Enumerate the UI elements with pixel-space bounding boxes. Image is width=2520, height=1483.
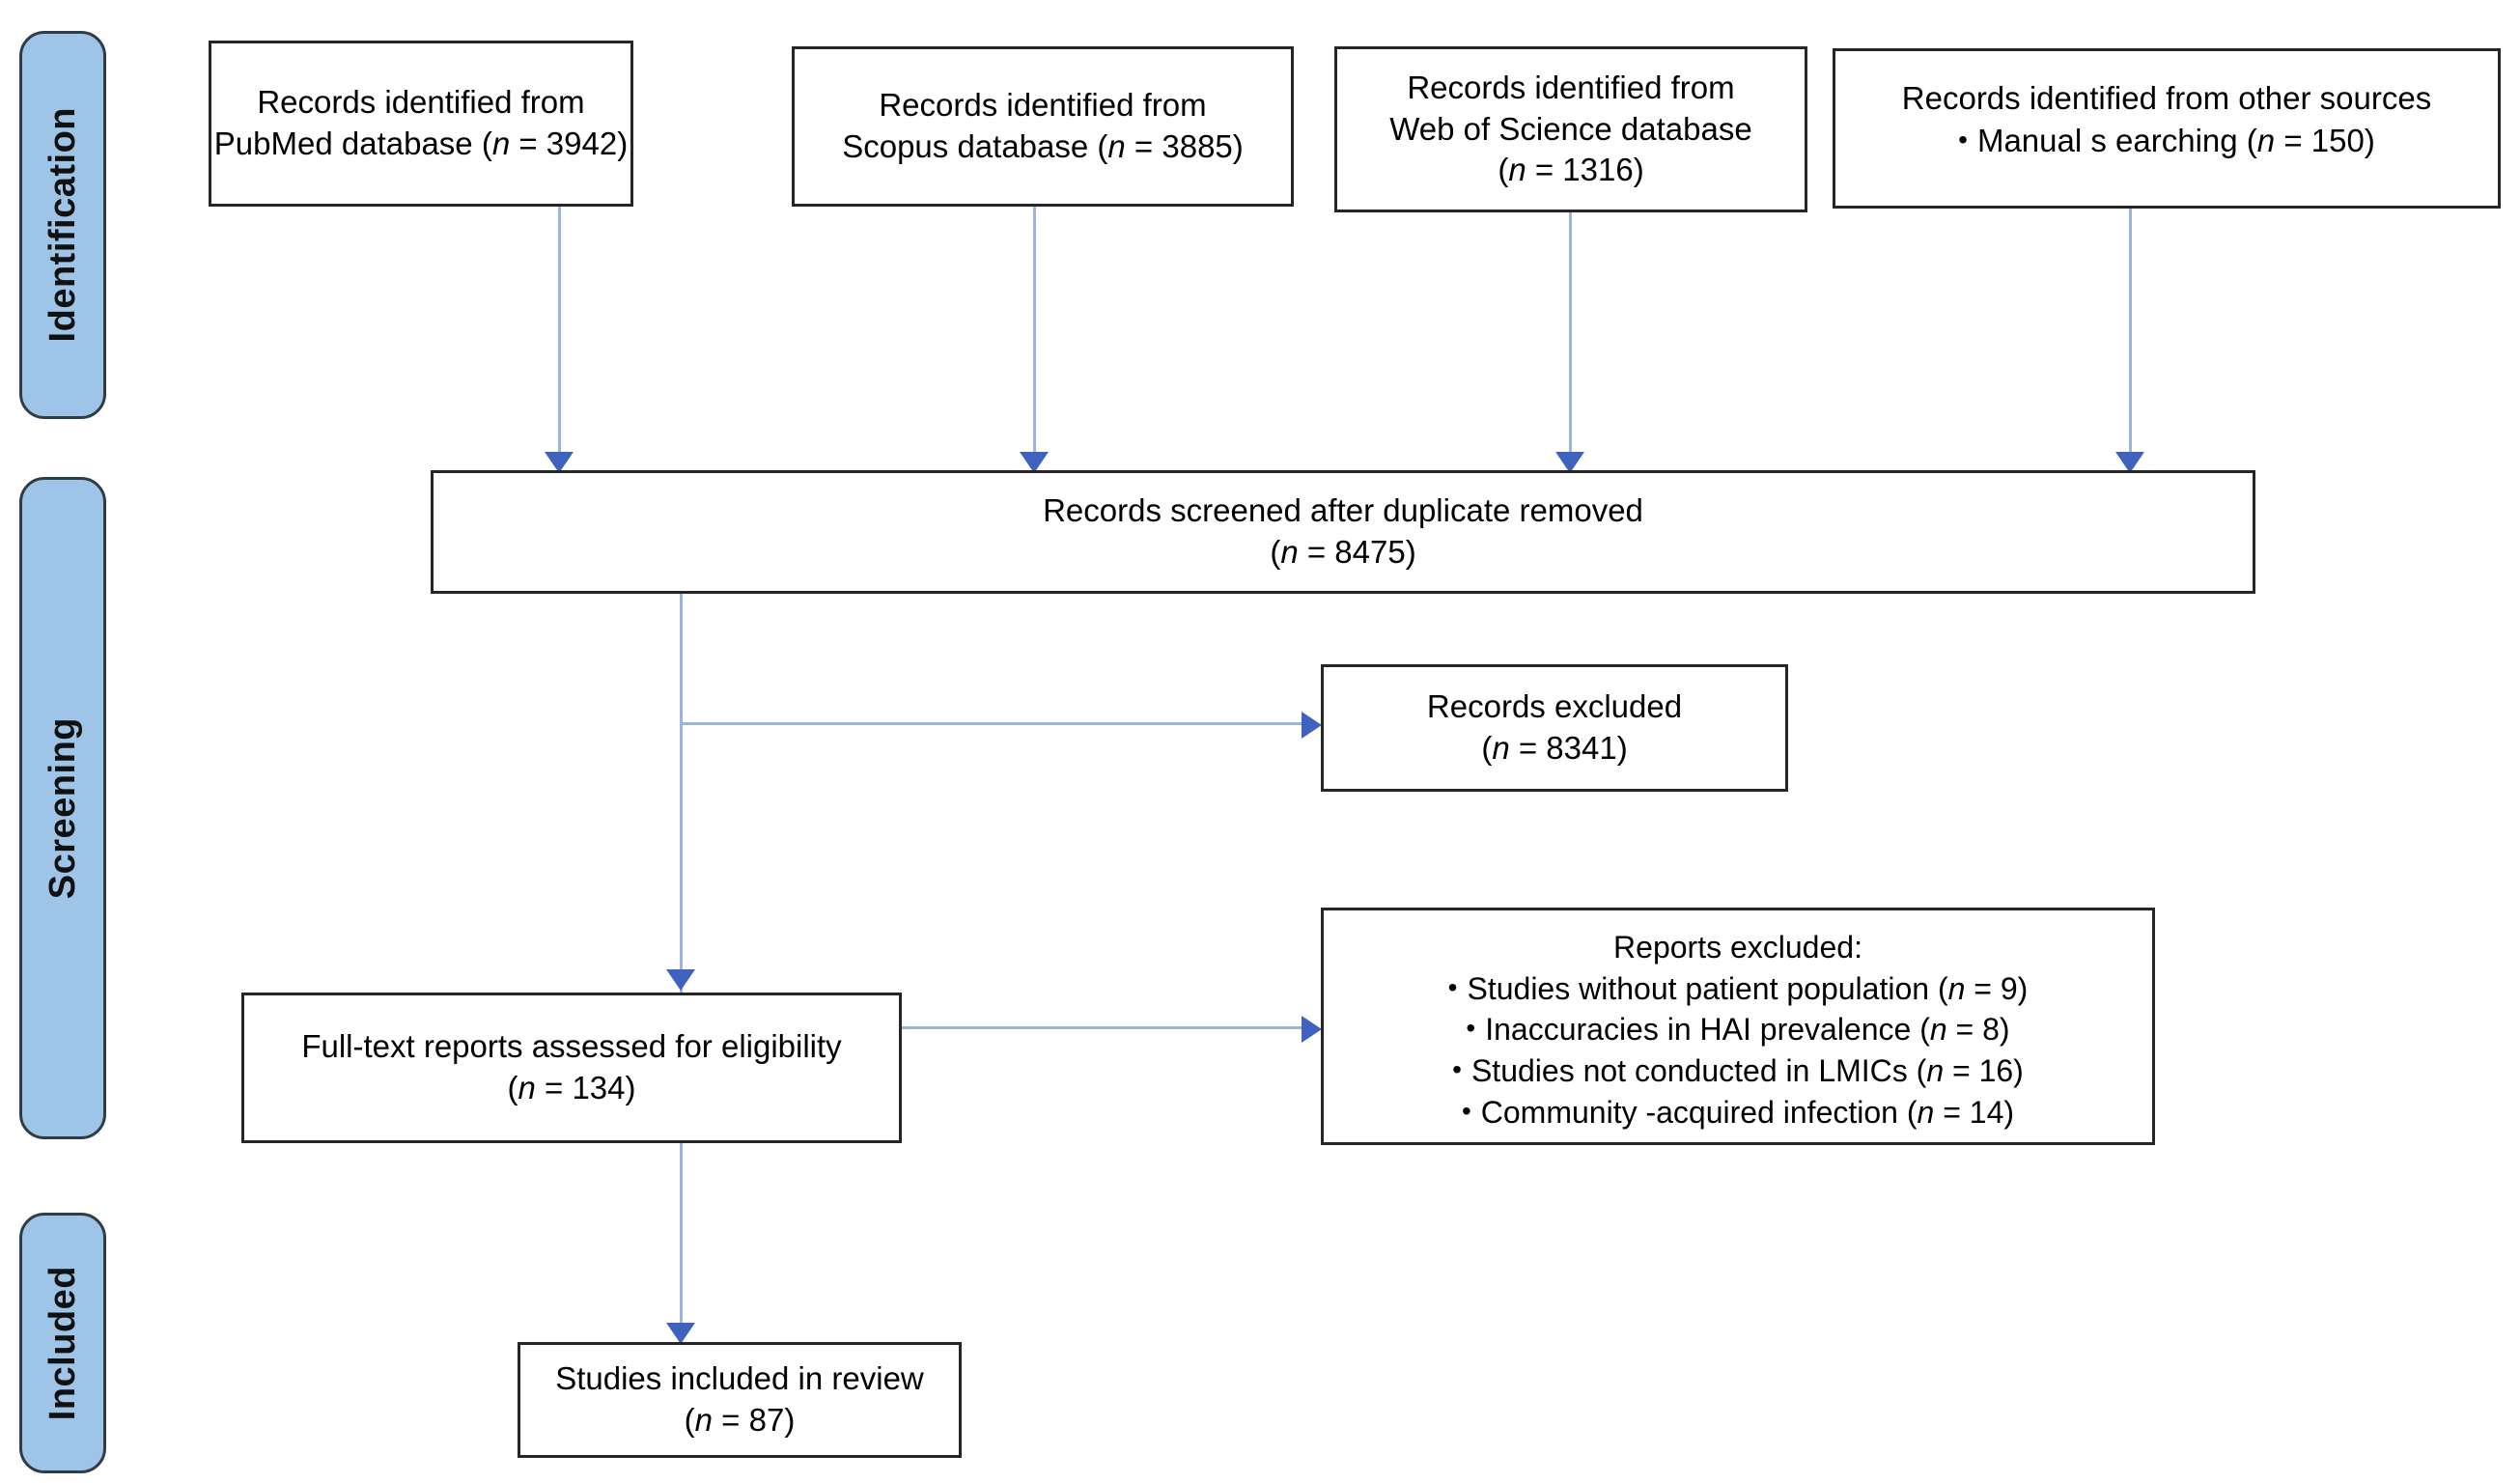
connector-other-sources-to-screened — [2129, 209, 2132, 458]
bullet-icon: • — [1958, 124, 1968, 154]
node-fulltext-line1: Full-text reports assessed for eligibili… — [301, 1028, 842, 1065]
node-reports-excluded-bullet-list: •Studies without patient population (n =… — [1448, 968, 2029, 1134]
node-screened-line2: (n = 8475) — [1270, 534, 1416, 570]
arrowhead-fulltext-to-reports-excluded — [1302, 1016, 1322, 1043]
arrowhead-screened-to-records-excluded — [1302, 712, 1322, 739]
stage-bar-screening: Screening — [19, 477, 106, 1139]
italic-n: n — [1280, 534, 1299, 570]
connector-scopus-to-screened — [1033, 207, 1036, 458]
arrowhead-fulltext-to-included — [666, 1323, 695, 1344]
node-scopus-line2: Scopus database (n = 3885) — [842, 128, 1244, 164]
node-fulltext-line2: (n = 134) — [507, 1070, 636, 1105]
stage-bar-included: Included — [19, 1213, 106, 1473]
bullet-icon: • — [1461, 1096, 1471, 1127]
connector-screened-trunk — [680, 594, 683, 994]
bullet-icon: • — [1452, 1054, 1462, 1085]
node-screened-line1: Records screened after duplicate removed — [1043, 492, 1643, 529]
node-pubmed-line1: Records identified from — [257, 84, 585, 121]
stage-label-identification: Identification — [42, 107, 83, 343]
list-item: •Inaccuracies in HAI prevalence (n = 8) — [1466, 1012, 2010, 1048]
italic-n: n — [1917, 1095, 1935, 1131]
connector-screened-to-records-excluded — [680, 722, 1307, 725]
node-other-sources-bullet-list: •Manual s earching (n = 150) — [1958, 120, 2375, 162]
italic-n: n — [1947, 970, 1966, 1006]
italic-n: n — [694, 1402, 714, 1438]
arrowhead-other-sources-to-screened — [2115, 452, 2144, 473]
node-wos-line3: (n = 1316) — [1498, 152, 1644, 188]
italic-n: n — [1929, 1012, 1947, 1048]
node-included-line2: (n = 87) — [684, 1402, 796, 1438]
node-records-excluded-line1: Records excluded — [1426, 688, 1683, 725]
stage-label-screening: Screening — [42, 716, 83, 900]
italic-n: n — [1492, 730, 1510, 766]
italic-n: n — [1508, 152, 1526, 188]
italic-n: n — [2256, 122, 2276, 158]
node-records-excluded: Records excluded (n = 8341) — [1321, 664, 1788, 792]
node-fulltext-reports-assessed: Full-text reports assessed for eligibili… — [241, 993, 902, 1143]
list-item: •Manual s earching (n = 150) — [1958, 122, 2375, 158]
node-records-excluded-line2: (n = 8341) — [1481, 730, 1628, 766]
bullet-icon: • — [1447, 971, 1458, 1002]
node-records-scopus: Records identified from Scopus database … — [792, 46, 1294, 207]
node-wos-line1: Records identified from — [1407, 69, 1735, 105]
italic-n: n — [491, 126, 511, 161]
connector-wos-to-screened — [1569, 212, 1572, 458]
arrowhead-scopus-to-screened — [1020, 452, 1049, 473]
node-included-line1: Studies included in review — [555, 1360, 924, 1397]
list-item: •Studies without patient population (n =… — [1447, 970, 2029, 1006]
node-pubmed-line2: PubMed database (n = 3942) — [213, 126, 629, 161]
connector-pubmed-to-screened — [558, 207, 561, 458]
italic-n: n — [1926, 1053, 1945, 1089]
connector-fulltext-to-included — [680, 1143, 683, 1341]
node-records-pubmed: Records identified from PubMed database … — [209, 41, 633, 207]
node-records-screened: Records screened after duplicate removed… — [431, 470, 2255, 594]
italic-n: n — [1107, 128, 1126, 164]
arrowhead-wos-to-screened — [1555, 452, 1584, 473]
node-scopus-line1: Records identified from — [879, 87, 1207, 124]
stage-label-included: Included — [42, 1265, 83, 1421]
stage-bar-identification: Identification — [19, 31, 106, 419]
node-records-web-of-science: Records identified from Web of Science d… — [1334, 46, 1807, 212]
node-records-other-sources: Records identified from other sources •M… — [1833, 48, 2501, 209]
bullet-icon: • — [1466, 1013, 1476, 1044]
node-other-sources-line1: Records identified from other sources — [1901, 80, 2432, 116]
list-item: •Community -acquired infection (n = 14) — [1461, 1095, 2015, 1131]
node-reports-excluded: Reports excluded: •Studies without patie… — [1321, 908, 2155, 1145]
arrowhead-screened-to-fulltext — [666, 969, 695, 991]
node-wos-line2: Web of Science database — [1389, 110, 1752, 147]
node-studies-included: Studies included in review (n = 87) — [518, 1342, 962, 1458]
connector-fulltext-to-reports-excluded — [902, 1026, 1307, 1029]
list-item: •Studies not conducted in LMICs (n = 16) — [1452, 1053, 2024, 1089]
node-reports-excluded-title: Reports excluded: — [1613, 930, 1862, 965]
arrowhead-pubmed-to-screened — [545, 452, 574, 473]
italic-n: n — [518, 1070, 536, 1105]
